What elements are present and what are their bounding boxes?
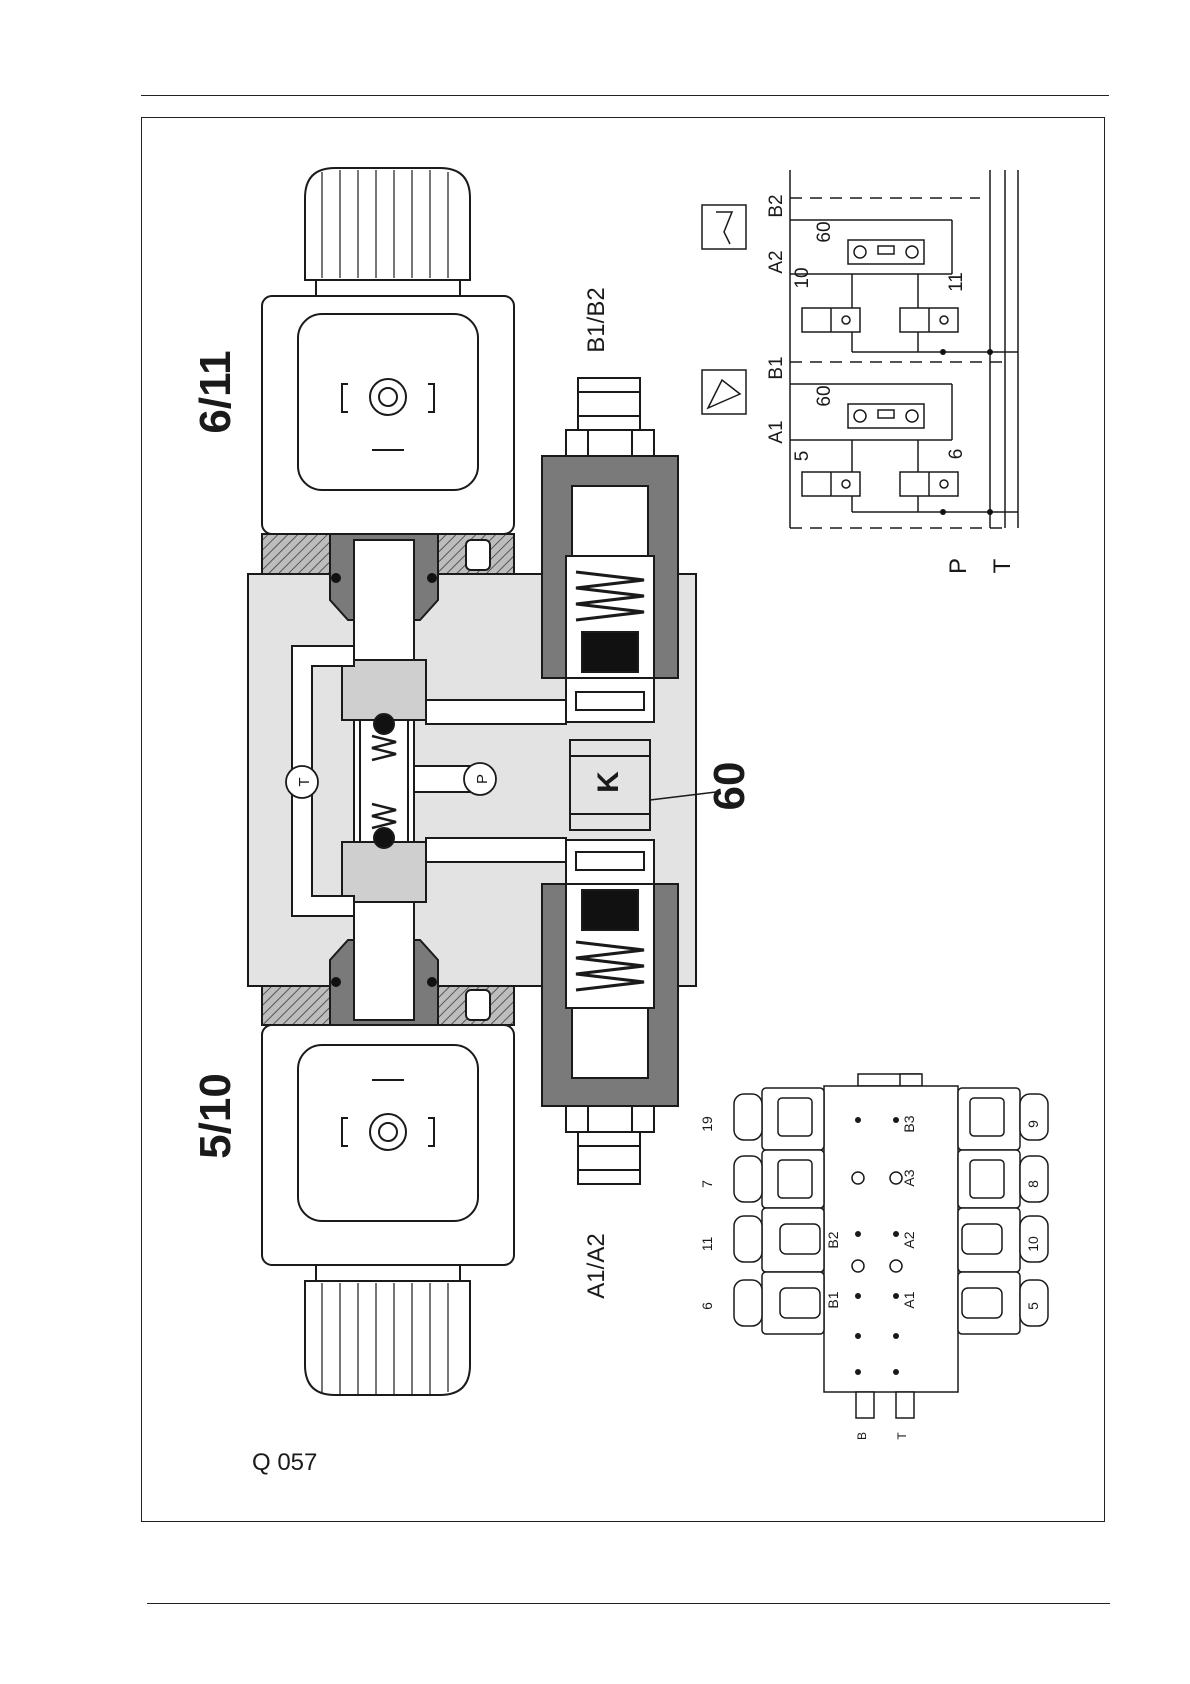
svg-text:B: B: [855, 1432, 869, 1440]
svg-text:B1: B1: [766, 356, 787, 379]
svg-text:9: 9: [1025, 1120, 1041, 1128]
svg-text:6: 6: [946, 449, 967, 460]
check-valve-letter: K: [592, 771, 625, 793]
label-cartridge: 60: [705, 762, 754, 811]
svg-text:T: T: [296, 777, 313, 786]
svg-text:60: 60: [814, 385, 835, 406]
port-t-marker: T: [286, 766, 318, 798]
svg-text:B2: B2: [766, 194, 787, 217]
label-solenoid-bottom: 5/10: [191, 1073, 240, 1159]
hydraulic-schematic: [702, 170, 1018, 528]
svg-text:11: 11: [946, 272, 967, 292]
svg-text:A1: A1: [901, 1291, 917, 1308]
svg-text:B3: B3: [901, 1115, 917, 1132]
svg-text:10: 10: [1025, 1236, 1041, 1252]
svg-text:A2: A2: [901, 1231, 917, 1248]
label-solenoid-top: 6/11: [191, 350, 240, 433]
svg-text:A2: A2: [766, 250, 787, 273]
svg-text:7: 7: [699, 1180, 715, 1188]
svg-text:A1: A1: [766, 420, 787, 443]
svg-text:P: P: [474, 774, 491, 784]
svg-text:5: 5: [792, 451, 813, 462]
svg-text:6: 6: [699, 1302, 715, 1310]
svg-text:T: T: [989, 558, 1016, 573]
svg-text:5: 5: [1025, 1302, 1041, 1310]
svg-text:T: T: [895, 1432, 909, 1440]
svg-text:P: P: [945, 558, 972, 574]
svg-text:B2: B2: [825, 1231, 841, 1248]
svg-text:11: 11: [699, 1237, 715, 1252]
svg-text:19: 19: [699, 1116, 715, 1132]
solenoid-bottom: [262, 1025, 514, 1395]
valve-stack: [734, 1074, 1048, 1418]
label-port-b: B1/B2: [583, 287, 610, 352]
svg-text:B1: B1: [825, 1291, 841, 1308]
svg-text:10: 10: [792, 267, 813, 288]
figure-reference: Q 057: [252, 1449, 317, 1477]
svg-text:A3: A3: [901, 1169, 917, 1186]
port-p-marker: P: [464, 763, 496, 795]
svg-text:60: 60: [814, 221, 835, 242]
svg-text:8: 8: [1025, 1180, 1041, 1188]
solenoid-top: [262, 168, 514, 534]
label-port-a: A1/A2: [583, 1233, 610, 1298]
